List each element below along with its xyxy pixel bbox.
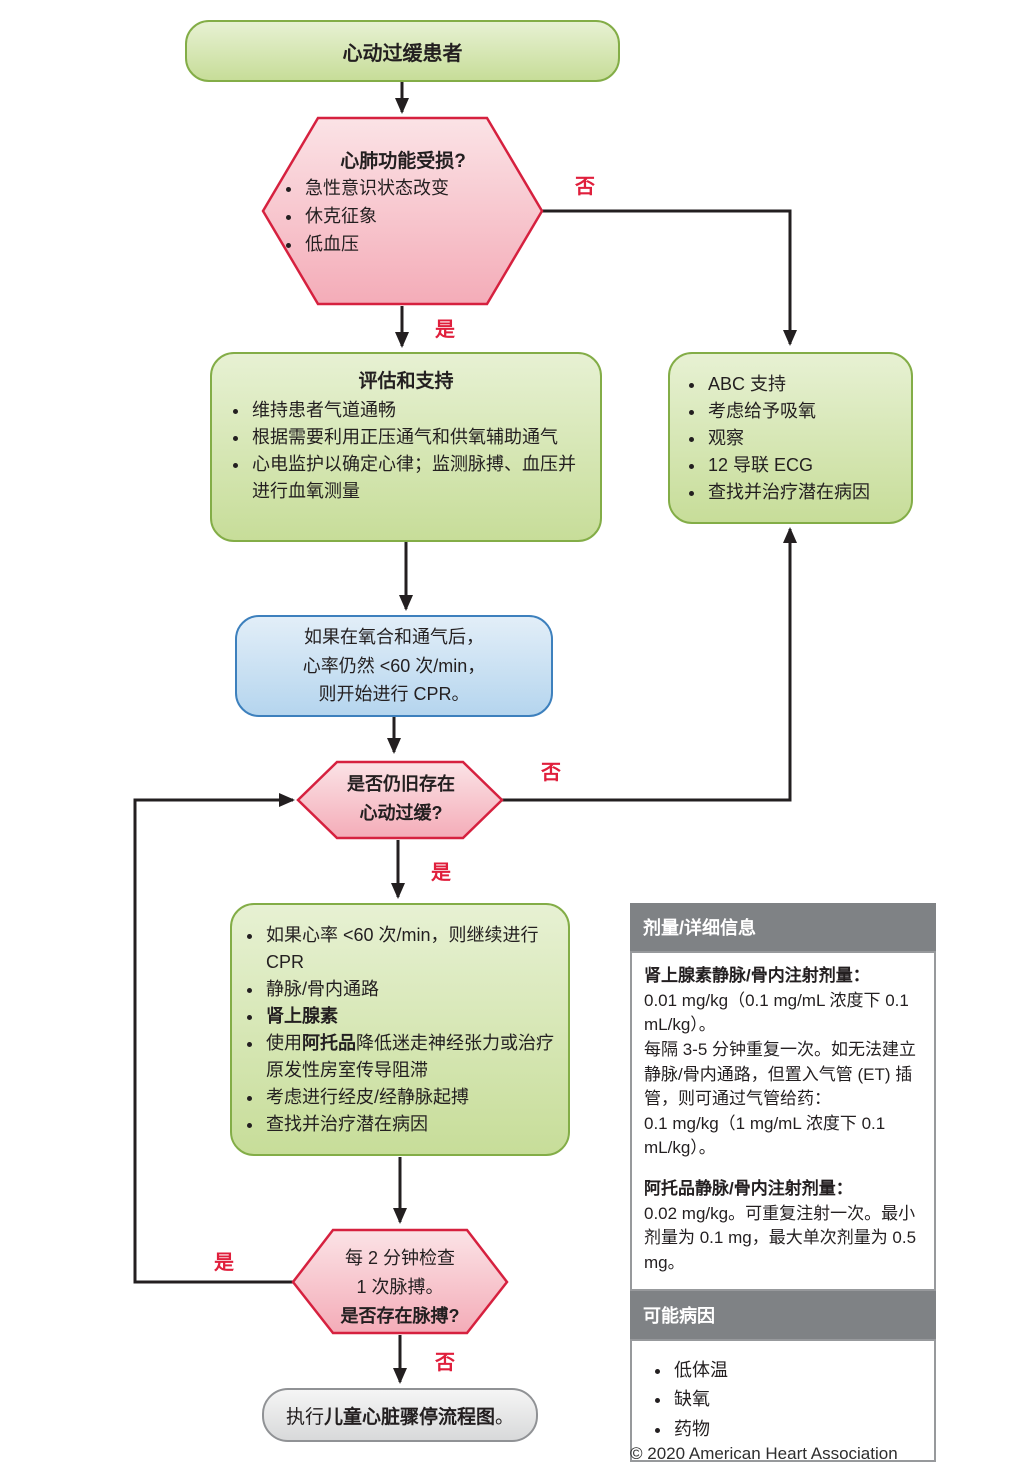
list-item: 考虑进行经皮/经静脉起搏 [264,1084,560,1111]
list-item: 使用阿托品降低迷走神经张力或治疗原发性房室传导阻滞 [264,1030,560,1084]
dose-section-epinephrine: 肾上腺素静脉/骨内注射剂量： 0.01 mg/kg（0.1 mg/mL 浓度下 … [644,964,922,1161]
list-item: 0.1 mg/kg（1 mg/mL 浓度下 0.1 mL/kg）。 [644,1113,886,1158]
list-item: 如果在氧合和通气后， [303,626,484,647]
panel-header-causes: 可能病因 [630,1290,936,1339]
branch-label-no-2: 否 [541,762,561,784]
decision-cardiopulmonary-title: 心肺功能受损? [340,151,466,172]
branch-label-yes-3: 是 [214,1252,234,1274]
list-item: 0.02 mg/kg。可重复注射一次。最小剂量为 0.1 mg，最大单次剂量为 … [644,1203,917,1273]
treatment-node: 如果心率 <60 次/min，则继续进行 CPR 静脉/骨内通路肾上腺素使用阿托品… [230,903,570,1156]
text-segment: 使用 [266,1032,302,1053]
dose-section-atropine-paragraphs: 0.02 mg/kg。可重复注射一次。最小剂量为 0.1 mg，最大单次剂量为 … [644,1202,922,1276]
list-item: 急性意识状态改变 [303,175,517,203]
decision-hexagon-cardiopulmonary [261,116,544,306]
list-item: 低体温 [672,1356,916,1386]
decision-pulse-question: 是否存在脉搏? [340,1305,460,1326]
decision-hexagon-pulse-check [291,1228,509,1335]
abc-support-bullets: ABC 支持考虑给予吸氧观察12 导联 ECG查找并治疗潜在病因 [670,371,876,506]
branch-label-yes-2: 是 [431,862,451,884]
list-item: 心动过缓? [359,802,443,823]
list-item: 维持患者气道通畅 [250,397,582,424]
list-item: 如果心率 <60 次/min，则继续进行 CPR [264,922,560,976]
treatment-bullets: 如果心率 <60 次/min，则继续进行 CPR 静脉/骨内通路肾上腺素使用阿托品… [232,922,568,1138]
dose-section-atropine-title: 阿托品静脉/骨内注射剂量： [644,1179,853,1199]
list-item: 查找并治疗潜在病因 [706,479,870,506]
abc-support-node: ABC 支持考虑给予吸氧观察12 导联 ECG查找并治疗潜在病因 [668,352,913,524]
decision-persistent-text: 是否仍旧存在心动过缓? [303,770,499,828]
list-item: 观察 [706,425,870,452]
text-segment: 儿童心脏骤停流程图 [323,1406,495,1428]
assess-support-node: 评估和支持 维持患者气道通畅根据需要利用正压通气和供氧辅助通气心电监护以确定心律… [210,352,602,542]
list-item: 根据需要利用正压通气和供氧辅助通气 [250,424,582,451]
arrow-decision2-no [502,527,797,802]
list-item: 心率仍然 <60 次/min， [302,655,486,676]
decision-pulse-bold-line: 是否存在脉搏? [298,1302,502,1331]
start-node-label: 心动过缓患者 [342,42,463,65]
cardiac-arrest-label: 执行儿童心脏骤停流程图。 [286,1402,514,1429]
text-segment: 。 [495,1406,515,1428]
dose-section-epinephrine-paragraphs: 0.01 mg/kg（0.1 mg/mL 浓度下 0.1 mL/kg）。每隔 3… [644,989,922,1161]
decision-hexagon-persistent-bradycardia [296,760,504,840]
list-item: 是否仍旧存在 [347,774,455,794]
list-item: 低血压 [303,231,517,259]
decision-pulse-text: 每 2 分钟检查 1 次脉搏。 是否存在脉搏? [298,1244,502,1330]
list-item: 查找并治疗潜在病因 [264,1111,560,1138]
text-segment: 执行 [285,1406,324,1428]
list-item: 每 2 分钟检查 [344,1248,455,1268]
list-item: 0.01 mg/kg（0.1 mg/mL 浓度下 0.1 mL/kg）。 [644,990,909,1035]
decision-cardiopulmonary-bullets: 急性意识状态改变休克征象低血压 [283,175,523,259]
list-item: 药物 [672,1415,916,1445]
panel-body-dose: 肾上腺素静脉/骨内注射剂量： 0.01 mg/kg（0.1 mg/mL 浓度下 … [630,951,936,1291]
decision-cardiopulmonary-text: 心肺功能受损? 急性意识状态改变休克征象低血压 [283,146,523,259]
panel-header-dose: 剂量/详细信息 [630,903,936,951]
cpr-node-lines: 如果在氧合和通气后， 心率仍然 <60 次/min， 则开始进行 CPR。 [303,623,486,709]
list-item: 1 次脉搏。 [356,1276,444,1297]
dose-details-panel: 剂量/详细信息 肾上腺素静脉/骨内注射剂量： 0.01 mg/kg（0.1 mg… [630,903,936,1462]
copyright-notice: © 2020 American Heart Association [630,1444,898,1463]
dose-section-epinephrine-title: 肾上腺素静脉/骨内注射剂量： [644,966,870,985]
list-item: ABC 支持 [706,371,870,398]
list-item: 缺氧 [672,1385,916,1415]
list-item: 肾上腺素 [264,1003,560,1030]
branch-label-no-3: 否 [435,1352,455,1374]
decision-persistent-lines: 是否仍旧存在心动过缓? [303,770,499,828]
assess-support-title: 评估和支持 [358,371,454,392]
assess-support-bullets: 维持患者气道通畅根据需要利用正压通气和供氧辅助通气心电监护以确定心律；监测脉搏、… [224,397,588,505]
list-item: 12 导联 ECG [706,452,870,479]
dose-section-atropine: 阿托品静脉/骨内注射剂量： 0.02 mg/kg。可重复注射一次。最小剂量为 0… [644,1177,922,1276]
list-item: 每隔 3-5 分钟重复一次。如无法建立静脉/骨内通路，但置入气管 (ET) 插管… [644,1039,917,1109]
text-segment: 阿托品 [302,1032,356,1053]
panel-body-causes: 低体温缺氧药物 [630,1338,936,1462]
start-node: 心动过缓患者 [185,20,620,82]
cpr-node: 如果在氧合和通气后， 心率仍然 <60 次/min， 则开始进行 CPR。 [235,615,553,717]
text-segment: 查找并治疗潜在病因 [266,1113,428,1134]
text-segment: 肾上腺素 [266,1005,338,1026]
list-item: 静脉/骨内通路 [264,976,560,1003]
list-item: 心电监护以确定心律；监测脉搏、血压并进行血氧测量 [250,451,582,505]
list-item: 休克征象 [303,203,517,231]
decision-pulse-lines: 每 2 分钟检查 1 次脉搏。 [298,1244,502,1302]
cardiac-arrest-node: 执行儿童心脏骤停流程图。 [262,1388,538,1442]
branch-label-yes-1: 是 [435,319,455,341]
causes-list: 低体温缺氧药物 [644,1356,922,1445]
arrow-decision3-yes-loop [133,793,295,1284]
text-segment: 考虑进行经皮/经静脉起搏 [266,1086,469,1107]
text-segment: 降低迷走神经张力或治疗原发性房室传导阻滞 [266,1032,554,1080]
text-segment: 静脉/骨内通路 [266,978,380,999]
text-segment: 如果心率 <60 次/min，则继续进行 CPR [266,924,539,972]
branch-label-no-1: 否 [575,176,595,198]
arrow-decision1-no [542,209,797,346]
list-item: 则开始进行 CPR。 [318,684,470,705]
list-item: 考虑给予吸氧 [706,398,870,425]
